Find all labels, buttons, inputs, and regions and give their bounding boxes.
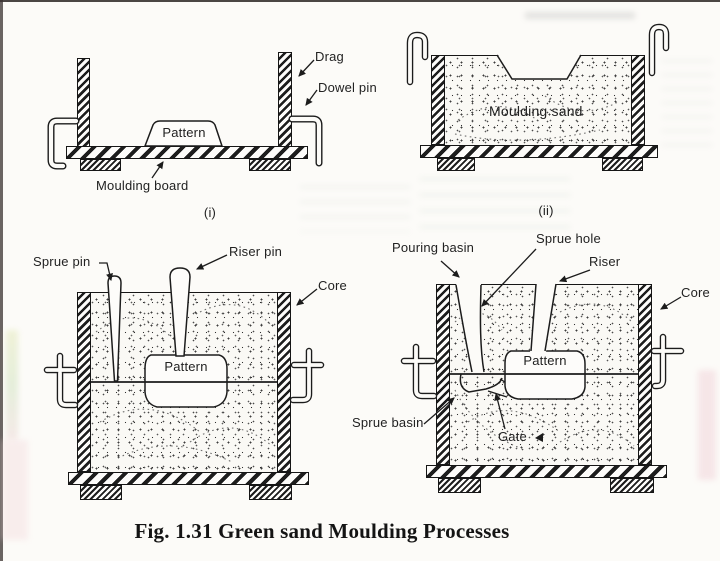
scan-edge-top bbox=[0, 0, 720, 2]
scan-edge-left bbox=[0, 0, 3, 561]
label-pattern: Pattern bbox=[162, 125, 206, 140]
flask-wall-right bbox=[277, 292, 291, 472]
board-foot bbox=[80, 485, 122, 500]
sprue-basin-shape bbox=[459, 373, 503, 393]
label-moulding-board: Moulding board bbox=[96, 178, 189, 193]
pattern-cavity-shape bbox=[496, 54, 582, 80]
flask-wall-left bbox=[431, 55, 445, 145]
pattern-shape bbox=[504, 350, 586, 400]
figure-caption: Fig. 1.31 Green sand Moulding Processes bbox=[134, 519, 510, 543]
flask-wall-left bbox=[436, 284, 450, 465]
label-riser: Riser bbox=[589, 254, 621, 269]
sprue-pin-shape bbox=[107, 275, 122, 382]
label-sprue-basin: Sprue basin bbox=[352, 415, 424, 430]
sprue-hole-shape bbox=[455, 284, 485, 373]
riser-shape bbox=[530, 283, 557, 352]
board-foot bbox=[602, 158, 643, 171]
board-foot bbox=[249, 485, 292, 500]
flask-wall-right bbox=[638, 284, 652, 465]
label-sprue-hole: Sprue hole bbox=[536, 231, 601, 246]
flask-wall-right bbox=[631, 55, 645, 145]
stage-index-i: (i) bbox=[203, 205, 217, 220]
label-sprue-pin: Sprue pin bbox=[33, 254, 91, 269]
board-foot bbox=[80, 159, 121, 171]
board-foot bbox=[610, 478, 654, 493]
label-gate: Gate bbox=[498, 429, 527, 444]
label-riser-pin: Riser pin bbox=[229, 244, 283, 259]
board-foot bbox=[437, 158, 475, 171]
label-moulding-sand: Moulding sand bbox=[489, 103, 583, 119]
stage-index-ii: (ii) bbox=[538, 203, 554, 218]
label-core: Core bbox=[318, 278, 347, 293]
riser-pin-shape bbox=[169, 267, 191, 357]
label-core: Core bbox=[681, 285, 710, 300]
label-pattern: Pattern bbox=[523, 353, 567, 368]
dowel-pin-shape bbox=[288, 115, 323, 167]
bottom-board bbox=[68, 472, 309, 485]
moulding-board bbox=[420, 145, 658, 158]
label-pattern: Pattern bbox=[164, 359, 208, 374]
pattern-shape bbox=[144, 354, 228, 408]
board-foot bbox=[249, 159, 291, 171]
label-drag: Drag bbox=[315, 49, 344, 64]
flask-wall-left bbox=[77, 292, 91, 472]
label-dowel-pin: Dowel pin bbox=[318, 80, 377, 95]
label-pouring-basin: Pouring basin bbox=[392, 240, 475, 255]
pattern-shape bbox=[143, 120, 224, 147]
board-foot bbox=[438, 478, 481, 493]
bottom-board bbox=[426, 465, 667, 478]
